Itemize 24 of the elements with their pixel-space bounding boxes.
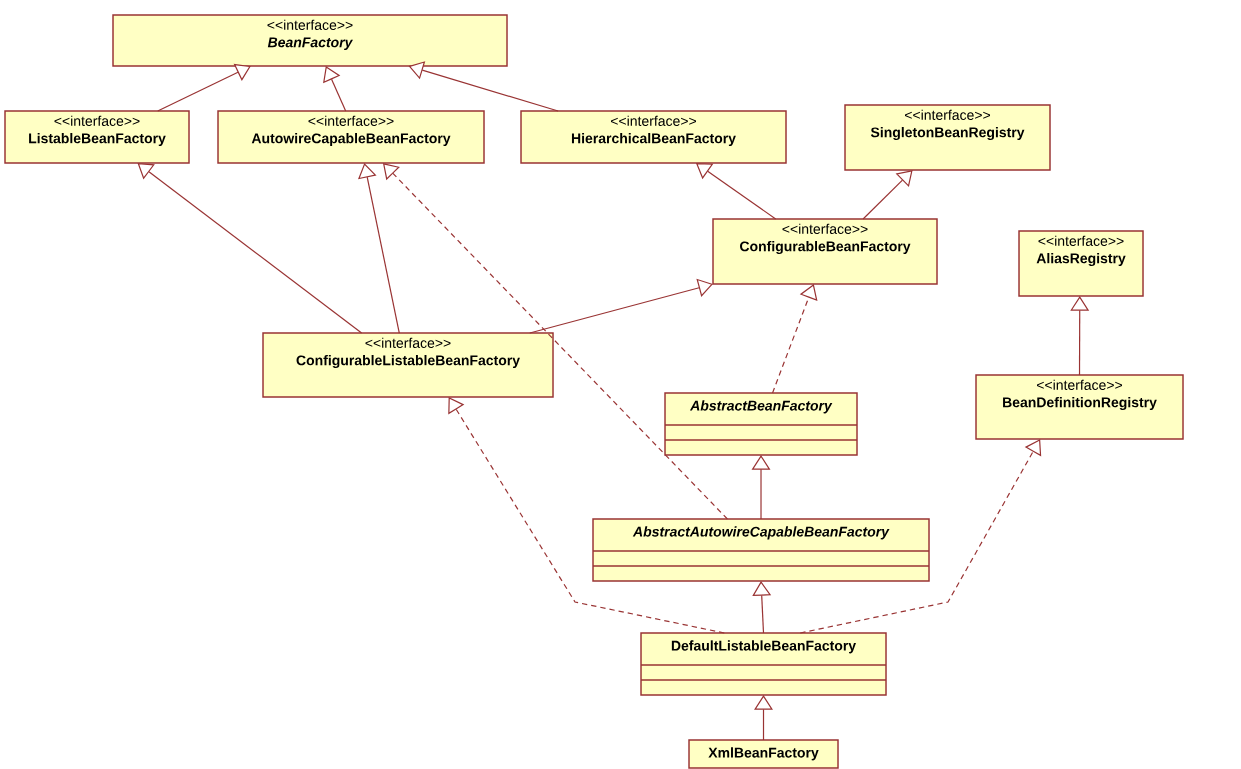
realization-arrow (799, 439, 1042, 634)
class-box: XmlBeanFactory (688, 739, 839, 769)
inheritance-arrow (137, 163, 363, 334)
realization-arrow (771, 284, 818, 394)
interface-box: <<interface>> ConfigurableBeanFactory (712, 218, 938, 285)
class-box: AbstractAutowireCapableBeanFactory (592, 518, 930, 582)
interface-box: <<interface>> ConfigurableListableBeanFactory (262, 332, 554, 398)
inheritance-arrow (754, 695, 773, 741)
realization-arrow (448, 397, 725, 634)
class-box: AbstractBeanFactory (664, 392, 858, 456)
interface-box: <<interface>> AutowireCapableBeanFactory (217, 110, 485, 164)
interface-box: <<interface>> AliasRegistry (1018, 230, 1144, 297)
inheritance-arrow (408, 61, 559, 112)
interface-box: <<interface>> ListableBeanFactory (4, 110, 190, 164)
interface-box: <<interface>> SingletonBeanRegistry (844, 104, 1051, 171)
inheritance-arrow (862, 170, 913, 220)
inheritance-arrow (358, 163, 400, 334)
inheritance-arrow (529, 278, 713, 334)
interface-box: <<interface>> BeanFactory (112, 14, 508, 67)
inheritance-arrow (323, 66, 347, 112)
interface-box: <<interface>> HierarchicalBeanFactory (520, 110, 787, 164)
interface-box: <<interface>> BeanDefinitionRegistry (975, 374, 1184, 440)
class-box: DefaultListableBeanFactory (640, 632, 887, 696)
inheritance-arrow (157, 63, 251, 112)
